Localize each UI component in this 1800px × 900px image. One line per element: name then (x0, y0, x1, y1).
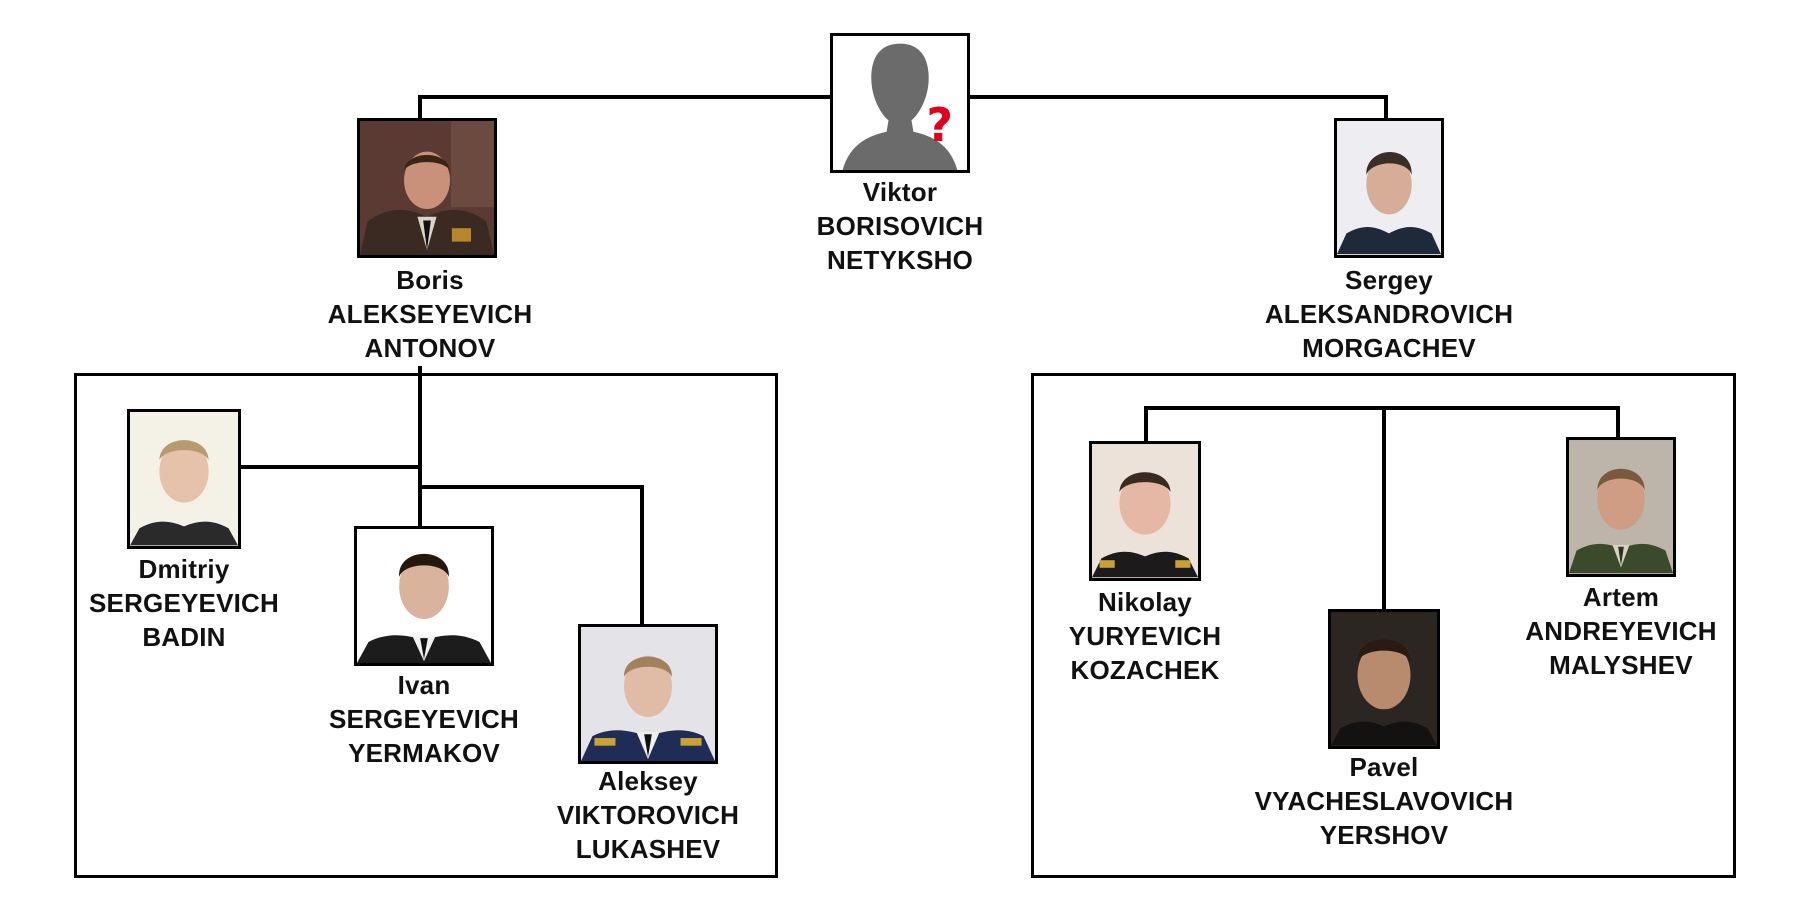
last-name: MALYSHEV (1549, 650, 1693, 680)
connector-line (1144, 406, 1148, 442)
person-name-lukashev: Aleksey VIKTOROVICH LUKASHEV (528, 764, 768, 866)
person-portrait-icon (1334, 118, 1444, 258)
connector-line (238, 465, 420, 469)
last-name: LUKASHEV (575, 834, 721, 864)
last-name: NETYKSHO (826, 245, 974, 275)
person-name-yermakov: Ivan SERGEYEVICH YERMAKOV (304, 668, 544, 770)
person-portrait-icon (1089, 441, 1201, 581)
last-name: YERMAKOV (348, 738, 500, 768)
person-portrait-icon (578, 624, 718, 764)
first-name: Pavel (1349, 752, 1419, 782)
last-name: YERSHOV (1319, 820, 1449, 850)
first-name: Ivan (397, 670, 451, 700)
last-name: ANTONOV (364, 333, 496, 363)
first-name: Boris (396, 265, 464, 295)
person-name-netyksho: Viktor BORISOVICH NETYKSHO (760, 175, 1040, 277)
connector-line (418, 95, 422, 120)
middle-name: VIKTOROVICH (556, 800, 740, 830)
person-name-badin: Dmitriy SERGEYEVICH BADIN (64, 552, 304, 654)
middle-name: SERGEYEVICH (328, 704, 520, 734)
connector-line (418, 366, 422, 531)
connector-line (1616, 406, 1620, 438)
first-name: Viktor (862, 177, 938, 207)
unknown-silhouette-icon: ? (830, 33, 970, 173)
first-name: Artem (1582, 582, 1660, 612)
person-portrait-icon (354, 526, 494, 666)
first-name: Aleksey (598, 766, 698, 796)
last-name: KOZACHEK (1070, 655, 1220, 685)
connector-line (640, 485, 644, 625)
middle-name: VYACHESLAVOVICH (1254, 786, 1514, 816)
question-mark-icon: ? (926, 98, 953, 152)
last-name: MORGACHEV (1302, 333, 1476, 363)
middle-name: YURYEVICH (1068, 621, 1222, 651)
person-portrait-icon (127, 409, 241, 549)
middle-name: BORISOVICH (816, 211, 984, 241)
connector-line (420, 95, 836, 99)
connector-line (970, 95, 1388, 99)
connector-line (418, 485, 644, 489)
person-name-morgachev: Sergey ALEKSANDROVICH MORGACHEV (1234, 263, 1544, 365)
person-portrait-icon (1328, 609, 1440, 749)
last-name: BADIN (142, 622, 226, 652)
person-portrait-icon (357, 118, 497, 258)
first-name: Nikolay (1098, 587, 1192, 617)
middle-name: ALEKSANDROVICH (1264, 299, 1514, 329)
middle-name: SERGEYEVICH (88, 588, 280, 618)
person-name-kozachek: Nikolay YURYEVICH KOZACHEK (1030, 585, 1260, 687)
person-name-antonov: Boris ALEKSEYEVICH ANTONOV (280, 263, 580, 365)
person-name-malyshev: Artem ANDREYEVICH MALYSHEV (1481, 580, 1761, 682)
first-name: Sergey (1345, 265, 1433, 295)
morgachev-unit-box (1031, 373, 1736, 878)
connector-line (1384, 95, 1388, 120)
person-name-yershov: Pavel VYACHESLAVOVICH YERSHOV (1229, 750, 1539, 852)
antonov-unit-box (74, 373, 778, 878)
first-name: Dmitriy (138, 554, 230, 584)
middle-name: ALEKSEYEVICH (327, 299, 533, 329)
middle-name: ANDREYEVICH (1525, 616, 1717, 646)
connector-line (1382, 406, 1386, 609)
person-portrait-icon (1566, 437, 1676, 577)
